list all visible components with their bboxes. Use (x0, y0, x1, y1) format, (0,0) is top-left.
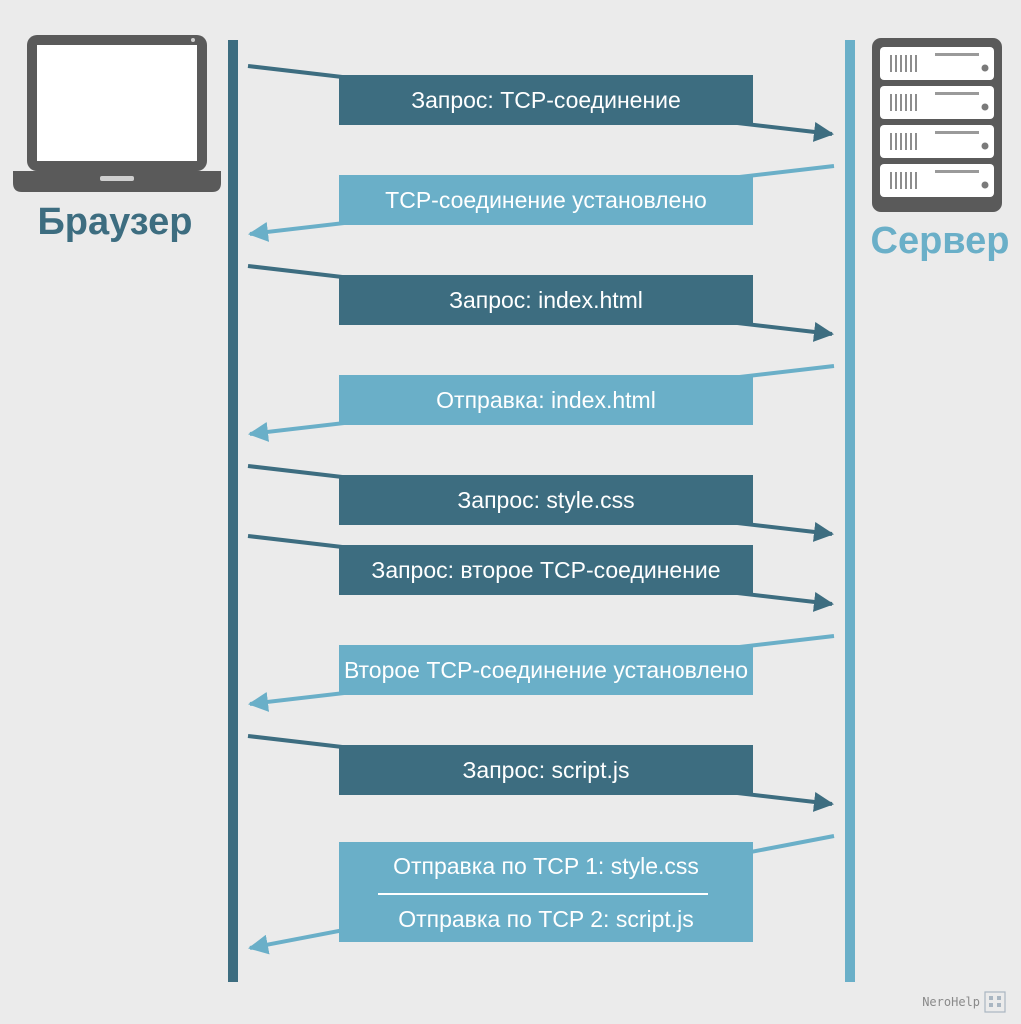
server-unit (880, 47, 994, 80)
building-icon (984, 991, 1006, 1013)
watermark: NeroHelp (922, 991, 1006, 1013)
message-to-browser: Второе TCP-соединение установлено (248, 634, 835, 712)
message-label: Отправка по TCP 2: script.js (398, 906, 694, 932)
message-label: TCP-соединение установлено (385, 187, 707, 213)
server-actor: Сервер (871, 38, 1010, 262)
message-box (339, 275, 753, 325)
server-label: Сервер (871, 220, 1010, 262)
server-unit (880, 86, 994, 119)
server-unit (880, 164, 994, 197)
message-to-server: Запрос: style.css (247, 464, 834, 542)
server-lifeline (845, 40, 855, 982)
server-unit (880, 125, 994, 158)
message-box (339, 475, 753, 525)
message-box (339, 842, 753, 942)
watermark-text: NeroHelp (922, 995, 980, 1009)
message-label: Запрос: второе TCP-соединение (371, 557, 720, 583)
message-box (339, 545, 753, 595)
message-box (339, 75, 753, 125)
message-label: Запрос: TCP-соединение (411, 87, 681, 113)
message-to-server: Запрос: TCP-соединение (247, 64, 834, 142)
message-label: Отправка: index.html (436, 387, 656, 413)
browser-lifeline (228, 40, 238, 982)
message-label: Отправка по TCP 1: style.css (393, 853, 699, 879)
message-to-browser: TCP-соединение установлено (248, 164, 835, 242)
message-to-browser: Отправка: index.html (248, 364, 835, 442)
message-to-server: Запрос: index.html (247, 264, 834, 342)
message-box (339, 745, 753, 795)
browser-label: Браузер (37, 201, 192, 243)
message-box (339, 645, 753, 695)
server-rack-icon (872, 38, 1002, 212)
message-label: Запрос: script.js (463, 757, 630, 783)
message-box (339, 175, 753, 225)
message-to-server: Запрос: script.js (247, 734, 834, 812)
browser-actor: Браузер (13, 35, 221, 243)
message-label: Запрос: index.html (449, 287, 643, 313)
message-box (339, 375, 753, 425)
message-label: Запрос: style.css (457, 487, 634, 513)
message-label: Второе TCP-соединение установлено (344, 657, 748, 683)
message-to-server: Запрос: второе TCP-соединение (247, 534, 834, 612)
laptop-icon (13, 35, 221, 192)
